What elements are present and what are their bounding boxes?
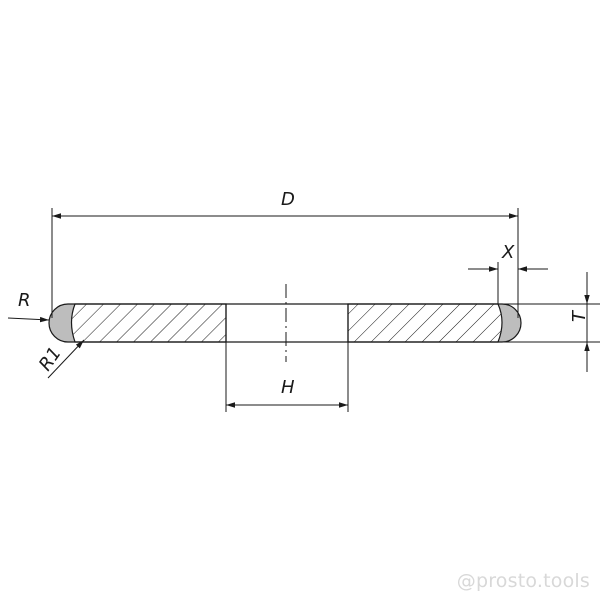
d-label: D bbox=[281, 189, 295, 210]
right-body-section bbox=[347, 303, 503, 343]
watermark: @prosto.tools bbox=[457, 570, 590, 592]
x-label: X bbox=[501, 242, 515, 263]
left-body-section bbox=[70, 303, 227, 343]
left-abrasive-layer bbox=[49, 304, 75, 342]
watermark-text: prosto.tools bbox=[475, 570, 590, 592]
r1-leader bbox=[47, 339, 85, 379]
right-abrasive-layer bbox=[498, 304, 521, 342]
r-label: R bbox=[18, 290, 31, 311]
h-label: H bbox=[281, 377, 295, 398]
t-label: T bbox=[569, 309, 590, 322]
r-leader bbox=[7, 316, 50, 323]
at-sign-icon: @ bbox=[456, 570, 476, 592]
r1-label: R1 bbox=[35, 343, 66, 375]
